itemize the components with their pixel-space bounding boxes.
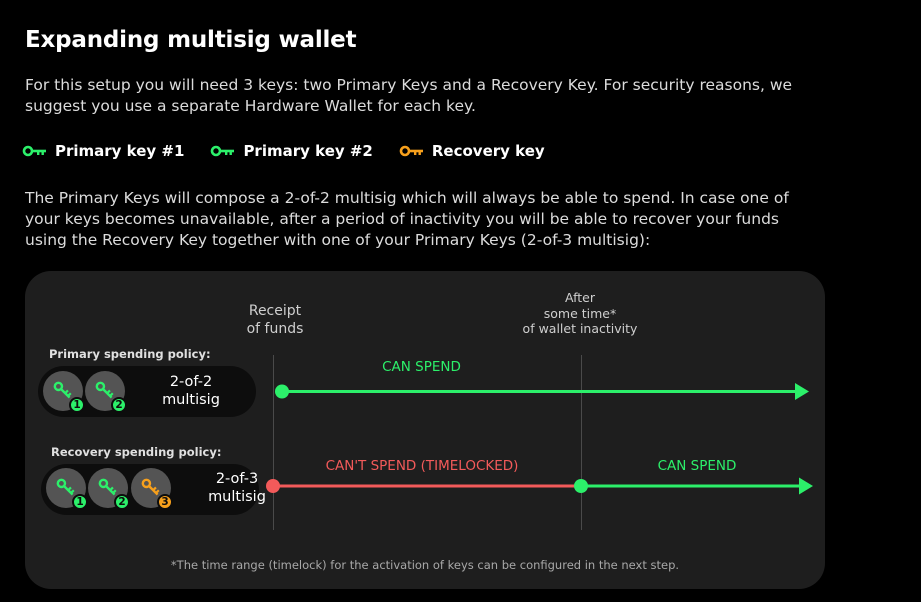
legend-label: Primary key #1 xyxy=(55,142,185,160)
multisig-line-1: 2-of-3 xyxy=(215,471,259,487)
after-line-3: of wallet inactivity xyxy=(522,321,638,336)
recovery-policy-label: Recovery spending policy: xyxy=(51,445,222,459)
legend-label: Recovery key xyxy=(431,142,545,160)
primary-policy-pill: 1 2 2-of-2 multisig xyxy=(38,366,256,417)
recovery-multisig-label: 2-of-3 multisig xyxy=(191,470,283,506)
key-icon xyxy=(53,381,72,399)
legend-primary-key-1: Primary key #1 xyxy=(22,142,184,160)
key-icon xyxy=(141,478,160,496)
recovery-key-1-badge: 1 xyxy=(46,468,88,510)
legend-primary-key-2: Primary key #2 xyxy=(210,142,373,160)
recovery-key-3-badge: 3 xyxy=(131,468,173,510)
recovery-unlock-dot xyxy=(574,479,588,493)
timeline-arrows xyxy=(266,383,813,495)
recovery-arrowhead xyxy=(799,477,813,495)
legend-label: Primary key #2 xyxy=(243,142,373,160)
description-text: The Primary Keys will compose a 2-of-2 m… xyxy=(25,189,789,249)
primary-start-dot xyxy=(275,384,289,399)
key-icon xyxy=(98,478,117,496)
recovery-key-2-badge: 2 xyxy=(88,468,130,510)
legend-recovery-key: Recovery key xyxy=(399,142,545,160)
multisig-line-2: multisig xyxy=(208,489,266,505)
recovery-start-dot xyxy=(266,479,280,493)
primary-key-1-badge: 1 xyxy=(43,371,85,413)
inactivity-divider xyxy=(581,355,582,530)
key-number-badge: 1 xyxy=(69,397,85,413)
timelock-footnote: *The time range (timelock) for the activ… xyxy=(170,558,680,572)
key-icon xyxy=(399,145,423,157)
key-icon xyxy=(95,381,114,399)
primary-can-spend-label: CAN SPEND xyxy=(382,359,461,375)
key-legend: Primary key #1 Primary key #2 Recovery k… xyxy=(22,142,571,160)
after-line-2: some time* xyxy=(543,305,617,321)
after-line-1: After xyxy=(564,290,596,305)
primary-multisig-label: 2-of-2 multisig xyxy=(146,373,236,409)
after-inactivity-label: After some time* of wallet inactivity xyxy=(520,290,640,337)
intro-text: For this setup you will need 3 keys: two… xyxy=(25,76,793,115)
page-title: Expanding multisig wallet xyxy=(25,27,357,53)
recovery-can-spend-label: CAN SPEND xyxy=(657,458,737,474)
timelocked-label: CAN'T SPEND (TIMELOCKED) xyxy=(325,458,519,474)
multisig-line-1: 2-of-2 xyxy=(169,374,213,390)
key-number-badge: 3 xyxy=(157,494,173,510)
primary-arrowhead xyxy=(795,383,809,400)
receipt-divider xyxy=(273,355,274,530)
receipt-of-funds-label: Receipt of funds xyxy=(246,303,304,337)
key-number-badge: 2 xyxy=(114,494,130,510)
primary-key-2-badge: 2 xyxy=(85,371,127,413)
key-number-badge: 1 xyxy=(72,494,88,510)
key-icon xyxy=(211,145,235,157)
key-icon xyxy=(56,478,75,496)
policy-diagram: Receipt of funds After some time* of wal… xyxy=(25,271,825,589)
primary-policy-label: Primary spending policy: xyxy=(49,347,211,361)
key-number-badge: 2 xyxy=(111,397,127,413)
recovery-policy-pill: 1 2 3 xyxy=(41,464,266,515)
multisig-line-2: multisig xyxy=(162,392,220,408)
key-icon xyxy=(22,145,46,157)
